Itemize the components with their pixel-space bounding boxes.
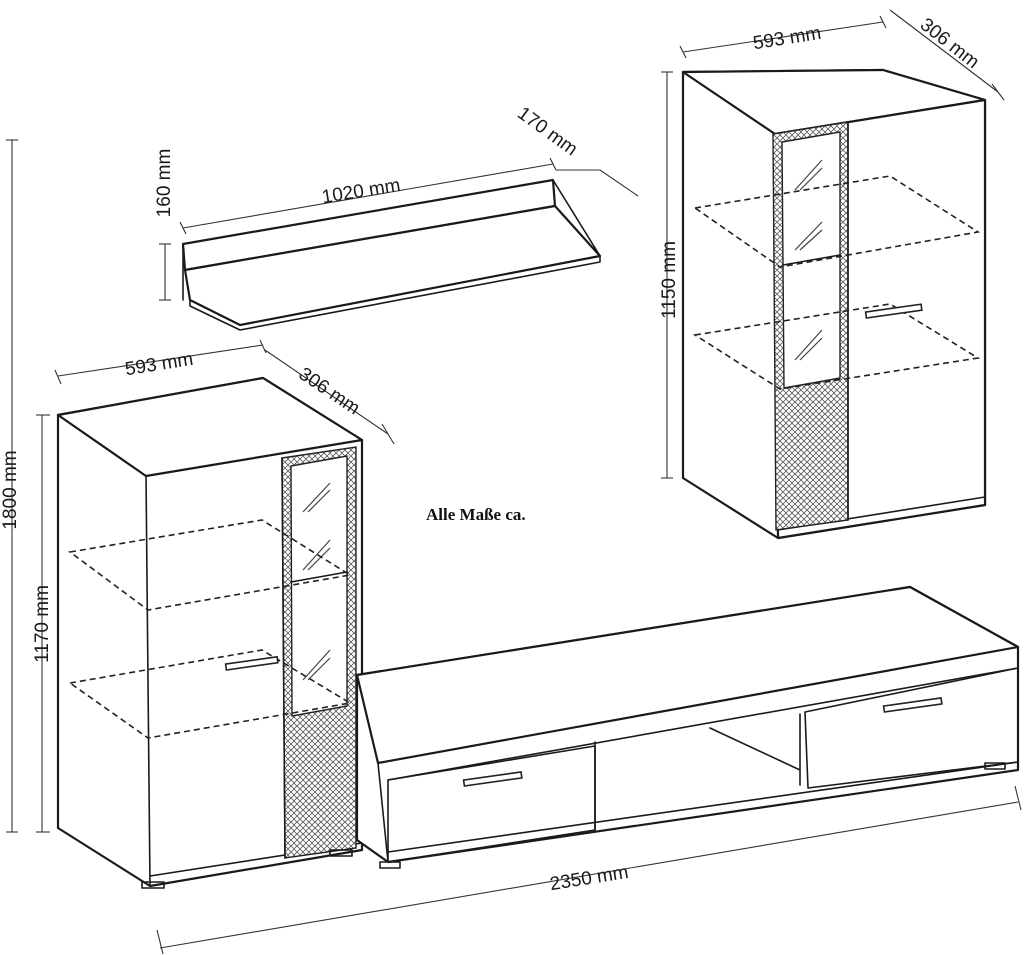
left-drawer-handle (462, 771, 523, 787)
tall-cabinet-glass (290, 455, 348, 717)
left-drawer (387, 745, 596, 863)
right-drawer (804, 667, 1019, 789)
upper-cabinet-width-label: 593 mm (752, 23, 823, 54)
upper-cabinet-depth-label: 306 mm (916, 14, 983, 73)
right-drawer-handle (882, 697, 943, 713)
upper-cabinet-height-label: 1150 mm (659, 241, 680, 319)
shelf-height-label: 160 mm (154, 149, 175, 218)
tall-cabinet-handle (224, 655, 279, 671)
overall-width-label: 2350 mm (548, 862, 630, 895)
tall-cabinet-height-label: 1170 mm (32, 585, 53, 663)
wall-shelf (181, 178, 602, 331)
tall-cabinet (56, 376, 364, 889)
overall-height-label: 1800 mm (0, 450, 21, 529)
tall-cabinet-width-label: 593 mm (124, 349, 195, 380)
shelf-width-label: 1020 mm (320, 175, 402, 208)
dimension-lines (6, 9, 1022, 955)
upper-cabinet-handle (864, 303, 923, 319)
shelf-depth-label: 170 mm (513, 103, 581, 160)
tv-lowboard (355, 585, 1020, 869)
upper-cabinet (681, 68, 987, 540)
measurement-note: Alle Maße ca. (426, 505, 526, 524)
